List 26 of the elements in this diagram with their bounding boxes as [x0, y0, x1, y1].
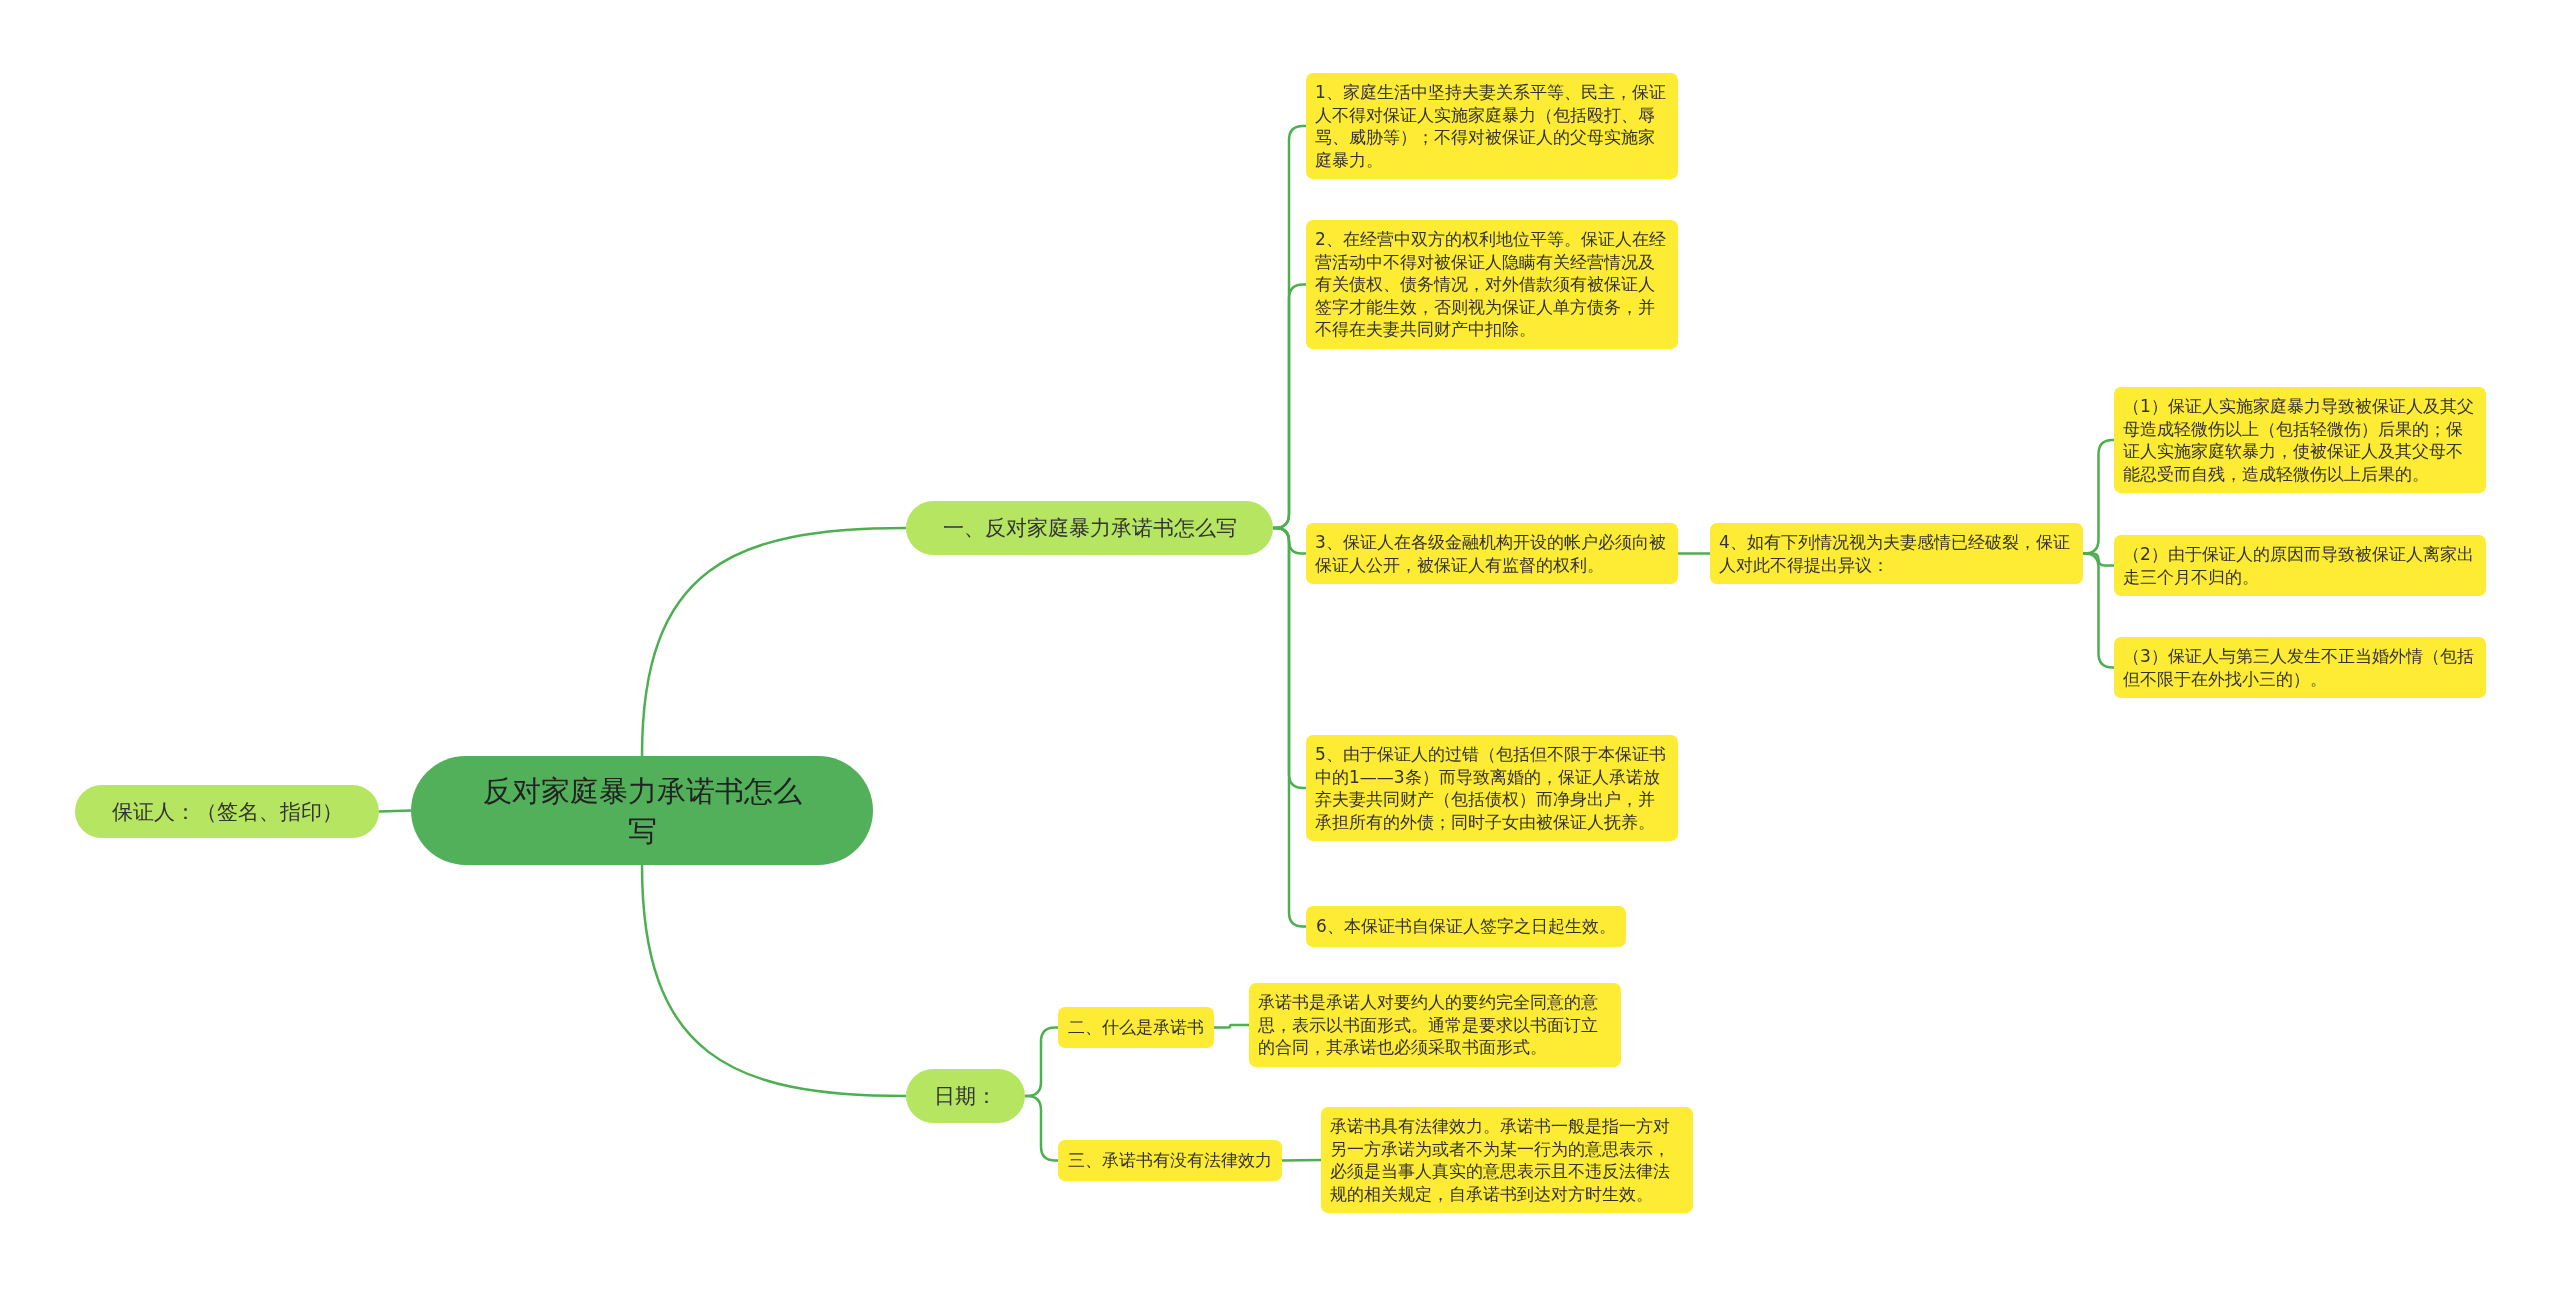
- connector-line: [1272, 526, 1306, 928]
- note-box: （1）保证人实施家庭暴力导致被保证人及其父母造成轻微伤以上（包括轻微伤）后果的；保证人实施家庭软暴力，使被保证人及其父母不能忍受而自残，造成轻微伤以上后果的。: [2114, 387, 2486, 493]
- topic-box: 保证人：（签名、指印）: [75, 785, 379, 838]
- connector-line: [640, 526, 907, 757]
- note-box: 承诺书是承诺人对要约人的要约完全同意的意思，表示以书面形式。通常是要求以书面订立的合同，其承诺也必须采取书面形式。: [1249, 983, 1621, 1067]
- note-box: 4、如有下列情况视为夫妻感情已经破裂，保证人对此不得提出异议：: [1710, 523, 2083, 584]
- note-box: 二、什么是承诺书: [1058, 1007, 1214, 1048]
- note-box: 1、家庭生活中坚持夫妻关系平等、民主，保证人不得对保证人实施家庭暴力（包括殴打、辱骂、威胁等）；不得对被保证人的父母实施家庭暴力。: [1306, 73, 1678, 179]
- connector-line: [1025, 1094, 1058, 1162]
- central-topic: 反对家庭暴力承诺书怎么写: [411, 756, 873, 865]
- connector-line: [1282, 1158, 1321, 1162]
- note-box: 3、保证人在各级金融机构开设的帐户必须向被保证人公开，被保证人有监督的权利。: [1306, 523, 1678, 584]
- connector-line: [640, 864, 907, 1098]
- note-box: 6、本保证书自保证人签字之日起生效。: [1306, 906, 1626, 947]
- note-box: （2）由于保证人的原因而导致被保证人离家出走三个月不归的。: [2114, 535, 2486, 596]
- connector-line: [2082, 552, 2115, 669]
- topic-box: 日期：: [906, 1069, 1025, 1123]
- note-box: 承诺书具有法律效力。承诺书一般是指一方对另一方承诺为或者不为某一行为的意思表示，必须是当事人真实的意思表示且不违反法律法规的相关规定，自承诺书到达对方时生效。: [1321, 1107, 1693, 1213]
- topic-box: 一、反对家庭暴力承诺书怎么写: [906, 501, 1273, 555]
- connector-line: [1214, 1023, 1249, 1029]
- connector-line: [378, 809, 412, 813]
- note-box: 三、承诺书有没有法律效力: [1058, 1140, 1282, 1181]
- note-box: （3）保证人与第三人发生不正当婚外情（包括但不限于在外找小三的）。: [2114, 637, 2486, 698]
- note-box: 2、在经营中双方的权利地位平等。保证人在经营活动中不得对被保证人隐瞒有关经营情况及有关债权、债务情况，对外借款须有被保证人签字才能生效，否则视为保证人单方债务，并不得在夫妻共同财产中扣除。: [1306, 220, 1678, 349]
- connector-line: [1678, 552, 1710, 555]
- note-box: 5、由于保证人的过错（包括但不限于本保证书中的1——3条）而导致离婚的，保证人承诺放弃夫妻共同财产（包括债权）而净身出户，并承担所有的外债；同时子女由被保证人抚养。: [1306, 735, 1678, 841]
